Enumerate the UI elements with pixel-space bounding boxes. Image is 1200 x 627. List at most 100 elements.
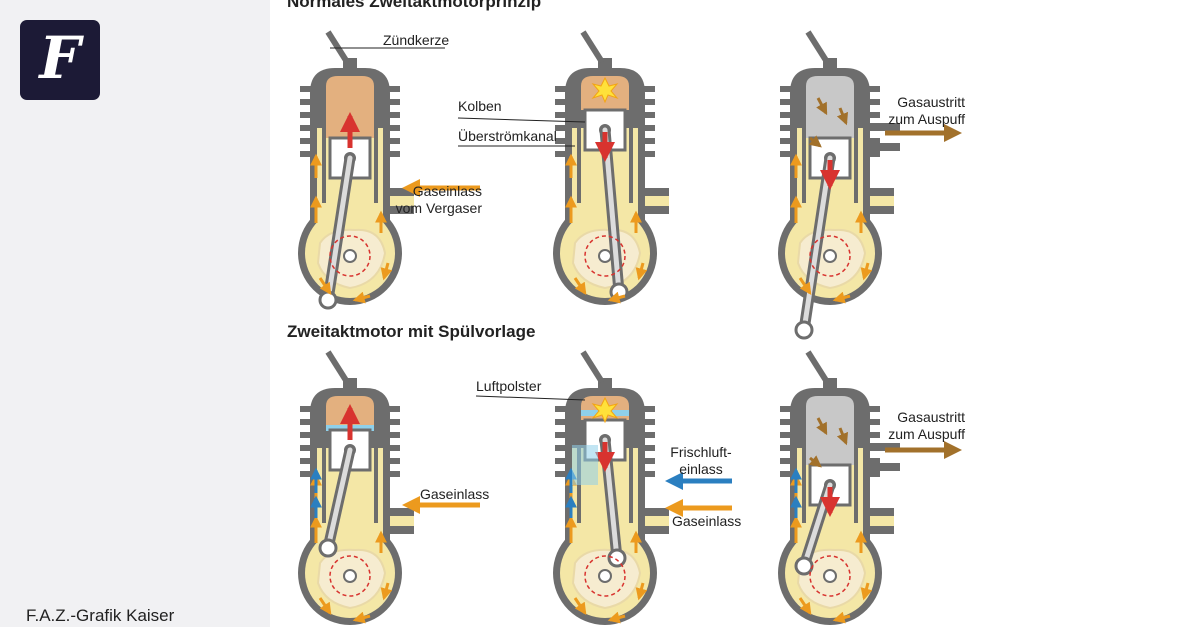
r1-e2-flow-arrow <box>573 277 587 295</box>
r2-fresh-air-arrow-head <box>665 472 683 490</box>
r1-e3-exhaust-swirl-arrow <box>808 135 822 148</box>
r1-e3-inlet-port-top <box>870 188 894 196</box>
r2-e2-rotation-path <box>584 555 626 597</box>
r2-e1-inlet-port-top <box>390 508 414 516</box>
graphic-credit: F.A.Z.-Grafik Kaiser <box>26 606 175 625</box>
r1-exhaust-arrow-head <box>944 124 962 142</box>
r2-gas-inlet-arrow-2-head <box>665 499 683 517</box>
r2-e3-inlet-port-bottom <box>870 526 894 534</box>
r2-e3-exhaust-swirl-arrow <box>816 417 828 436</box>
r2-e3-spark-plug <box>805 350 830 384</box>
r1-e1-spark-plug <box>325 30 350 64</box>
r2-e3-crank-axle <box>823 569 837 583</box>
r2-e1-spark-plug <box>325 350 350 384</box>
label-air-cushion: Luftpolster <box>476 378 542 394</box>
faz-logo[interactable]: F <box>20 20 100 100</box>
r2-e1-liner-left <box>322 433 326 523</box>
r2-gas-inlet-arrow-head <box>402 496 420 514</box>
logo-letter: F <box>39 24 81 92</box>
r1-e3-inlet-port <box>870 196 894 206</box>
r1-e1-liner-left <box>322 113 326 203</box>
r1-e3-rotation-path <box>809 235 851 277</box>
r1-e1-combustion-chamber <box>326 76 374 138</box>
r1-e3-crank-pin <box>794 320 814 340</box>
r1-e1-liner-right <box>374 113 378 203</box>
r1-e1-crank-axle <box>343 249 357 263</box>
r2-e2-inlet-port-top <box>645 508 669 516</box>
r2-e3-exhaust-port-bottom <box>870 463 900 471</box>
r1-e1-inlet-port <box>390 196 414 206</box>
r1-e1-inlet-port-bottom <box>390 206 414 214</box>
leader-piston <box>457 117 586 123</box>
r1-e3-exhaust-swirl-arrow <box>836 107 849 126</box>
r1-e1-flow-arrow <box>318 277 332 295</box>
r2-e3-exhaust-swirl-arrow <box>808 455 822 468</box>
r2-e1-flow-arrow <box>352 611 371 624</box>
r1-e2-flow-arrow <box>607 291 626 304</box>
r2-e1-connecting-rod-inner <box>325 447 353 551</box>
r2-e1-rotation-path <box>329 555 371 597</box>
r2-e3-flow-arrow <box>860 582 873 601</box>
r1-e2-inlet-port <box>645 196 669 206</box>
r2-e3-inlet-port <box>870 516 894 526</box>
r1-e3-liner-left <box>802 113 806 203</box>
r2-e2-inlet-port <box>645 516 669 526</box>
r2-e3-exhaust-port-top <box>870 443 900 451</box>
diagram-panel: Normales Zweitaktmotorprinzip Zündkerze … <box>270 0 1200 627</box>
r1-e2-rotation-path <box>584 235 626 277</box>
r1-e2-liner-left <box>577 113 581 203</box>
label-transfer-port: Überströmkanal <box>458 128 557 144</box>
r1-e3-flow-arrow <box>860 262 873 281</box>
r1-e3-liner-right <box>854 113 858 203</box>
r2-e2-flow-arrow <box>635 582 648 601</box>
r1-e3-inlet-port-bottom <box>870 206 894 214</box>
r1-e1-flow-arrow <box>380 262 393 281</box>
r2-e1-inlet-port <box>390 516 414 526</box>
r2-e3-liner-right <box>854 433 858 523</box>
r1-e2-inlet-port-top <box>645 188 669 196</box>
r1-e2-ignition-spark <box>591 76 619 104</box>
r1-e2-liner-right <box>629 113 633 203</box>
r2-e3-flow-arrow <box>832 611 851 624</box>
r1-e1-crank-pin <box>318 290 338 310</box>
r1-e3-exhaust-port-bottom <box>870 143 900 151</box>
r2-e3-combustion-chamber <box>806 396 854 465</box>
r2-e3-inlet-port-top <box>870 508 894 516</box>
r2-e1-flow-arrow <box>318 597 332 615</box>
r2-e1-crank-pin <box>318 538 338 558</box>
r2-e2-flow-arrow <box>607 611 626 624</box>
engine-diagram <box>298 30 962 625</box>
r2-e3-liner-left <box>802 433 806 523</box>
r2-e2-flow-arrow <box>573 597 587 615</box>
r2-e3-crank-pin <box>794 556 814 576</box>
r1-e3-crank-axle <box>823 249 837 263</box>
section1-title: Normales Zweitaktmotorprinzip <box>287 0 542 11</box>
label-spark-plug: Zündkerze <box>383 32 450 48</box>
r2-e2-crank-pin <box>607 548 627 568</box>
r2-e1-flow-arrow <box>380 582 393 601</box>
r1-e1-rotation-path <box>329 235 371 277</box>
r2-e2-crank-axle <box>598 569 612 583</box>
r2-e3-rotation-path <box>809 555 851 597</box>
r2-e1-liner-right <box>374 433 378 523</box>
r1-e1-inlet-port-top <box>390 188 414 196</box>
r1-e3-exhaust-port-top <box>870 123 900 131</box>
r1-e3-exhaust-swirl-arrow <box>816 97 828 116</box>
leader-air-cushion <box>475 395 586 401</box>
label-fresh-air-inlet: Frischluft-einlass <box>670 444 732 477</box>
label-piston: Kolben <box>458 98 502 114</box>
label-gas-inlet-3: Gaseinlass <box>672 513 742 529</box>
r1-e3-combustion-chamber <box>806 76 854 138</box>
r1-e2-spark-plug <box>580 30 605 64</box>
r1-e1-flow-arrow <box>352 291 371 304</box>
r2-e3-exhaust-swirl-arrow <box>836 427 849 446</box>
r2-e1-crank-axle <box>343 569 357 583</box>
r2-e2-inlet-port-bottom <box>645 526 669 534</box>
r2-e2-liner-right <box>629 433 633 523</box>
r2-e2-ignition-spark <box>591 396 619 424</box>
r1-e1-connecting-rod-inner <box>325 155 353 303</box>
r1-e3-flow-arrow <box>832 291 851 304</box>
